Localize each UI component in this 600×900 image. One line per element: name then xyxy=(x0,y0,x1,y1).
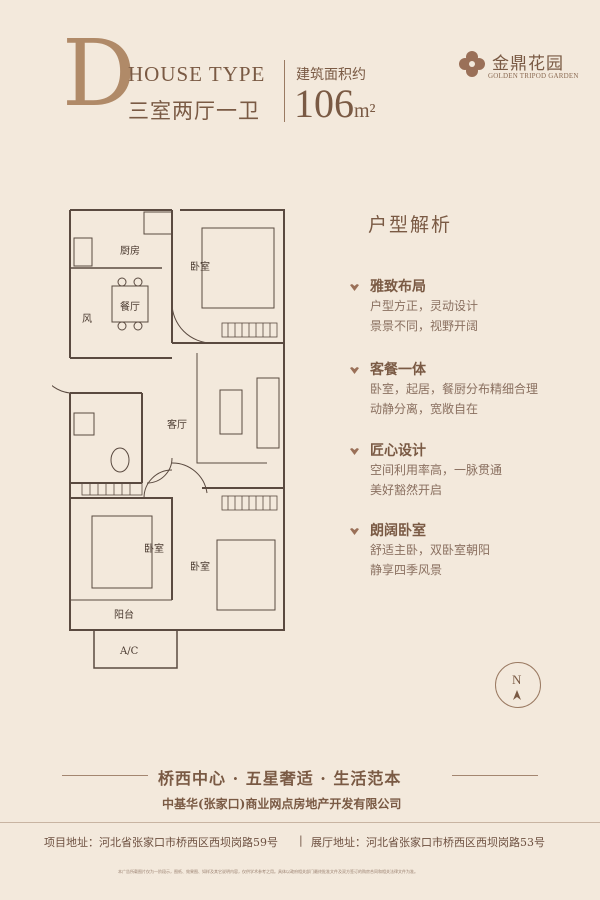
analysis-item-line: 舒适主卧，双卧室朝阳 xyxy=(370,543,491,557)
slogan: 桥西中心 · 五星奢适 · 生活范本 xyxy=(158,769,402,788)
room-config: 三室两厅一卫 xyxy=(128,99,260,123)
toilet xyxy=(110,447,130,473)
room-label-bedroom-ne: 卧室 xyxy=(190,260,210,273)
area-number: 106 xyxy=(294,81,354,126)
developer-name: 中基华(张家口)商业网点房地产开发有限公司 xyxy=(162,797,402,811)
analysis-title: 户型解析 xyxy=(368,214,453,236)
disclaimer: 本广告所载图片仅为一阶段示，图纸、效果图、如样及其它说明内容，仅供学术参考之用。… xyxy=(118,869,418,874)
analysis-item-line: 美好豁然开启 xyxy=(370,483,443,497)
analysis-item-title: 朗阔卧室 xyxy=(370,523,426,539)
floor-plan: 厨房 餐厅 卧室 客厅 卧室 卧室 阳台 A/C 风 xyxy=(52,209,285,669)
slogan-rule-left xyxy=(62,775,148,776)
heart-bullet-icon xyxy=(350,284,359,291)
area-value: 106m² xyxy=(294,82,376,133)
room-label-dining: 餐厅 xyxy=(120,300,140,313)
room-label-kitchen: 厨房 xyxy=(120,244,140,257)
analysis-item-line: 景景不同，视野开阔 xyxy=(370,319,479,333)
dining-table xyxy=(111,285,149,323)
house-type-label: HOUSE TYPE xyxy=(128,62,266,86)
washbasin xyxy=(73,412,95,436)
room-label-living: 客厅 xyxy=(167,418,187,431)
analysis-item-line: 户型方正，灵动设计 xyxy=(370,299,479,313)
clover-logo-icon xyxy=(459,51,485,77)
showroom-address: 展厅地址：河北省张家口市桥西区西坝岗路53号 xyxy=(311,836,545,849)
coffee-table xyxy=(219,389,243,435)
analysis-item-title: 匠心设计 xyxy=(370,443,426,459)
room-label-bedroom-sw: 卧室 xyxy=(144,542,164,555)
heart-bullet-icon xyxy=(350,448,359,455)
analysis-item-title: 客餐一体 xyxy=(370,362,426,378)
analysis-item-line: 空间利用率高，一脉贯通 xyxy=(370,463,503,477)
bed-se xyxy=(216,539,276,611)
logo-name-cn: 金鼎花园 xyxy=(492,54,564,74)
address-divider xyxy=(0,822,600,823)
heart-bullet-icon xyxy=(350,528,359,535)
slogan-rule-right xyxy=(452,775,538,776)
header-divider xyxy=(284,60,285,122)
analysis-item-line: 卧室，起居，餐厨分布精细合理 xyxy=(370,382,539,396)
sofa xyxy=(256,377,280,449)
project-address: 项目地址：河北省张家口市桥西区西坝岗路59号 xyxy=(44,836,278,849)
stove xyxy=(143,211,173,235)
room-label-wind: 风 xyxy=(82,313,92,325)
bed-ne xyxy=(201,227,275,309)
bed-sw xyxy=(91,515,153,589)
room-label-bedroom-se: 卧室 xyxy=(190,560,210,573)
heart-bullet-icon xyxy=(350,367,359,374)
sink xyxy=(73,237,93,267)
room-label-ac: A/C xyxy=(119,646,139,657)
area-unit: m² xyxy=(354,100,376,122)
compass xyxy=(495,662,541,708)
room-label-balcony: 阳台 xyxy=(114,608,134,621)
area-label: 建筑面积约 xyxy=(296,67,366,83)
analysis-item-line: 静享四季风景 xyxy=(370,563,443,577)
analysis-item-line: 动静分离，宽敞自在 xyxy=(370,402,479,416)
house-type-letter: D xyxy=(62,20,136,127)
outer-wall xyxy=(69,209,285,631)
compass-north-label: N xyxy=(512,672,522,687)
north-arrow-icon xyxy=(513,690,521,700)
logo-name-en: GOLDEN TRIPOD GARDEN xyxy=(488,72,579,80)
analysis-item-title: 雅致布局 xyxy=(370,279,426,295)
address-separator: | xyxy=(299,834,303,847)
